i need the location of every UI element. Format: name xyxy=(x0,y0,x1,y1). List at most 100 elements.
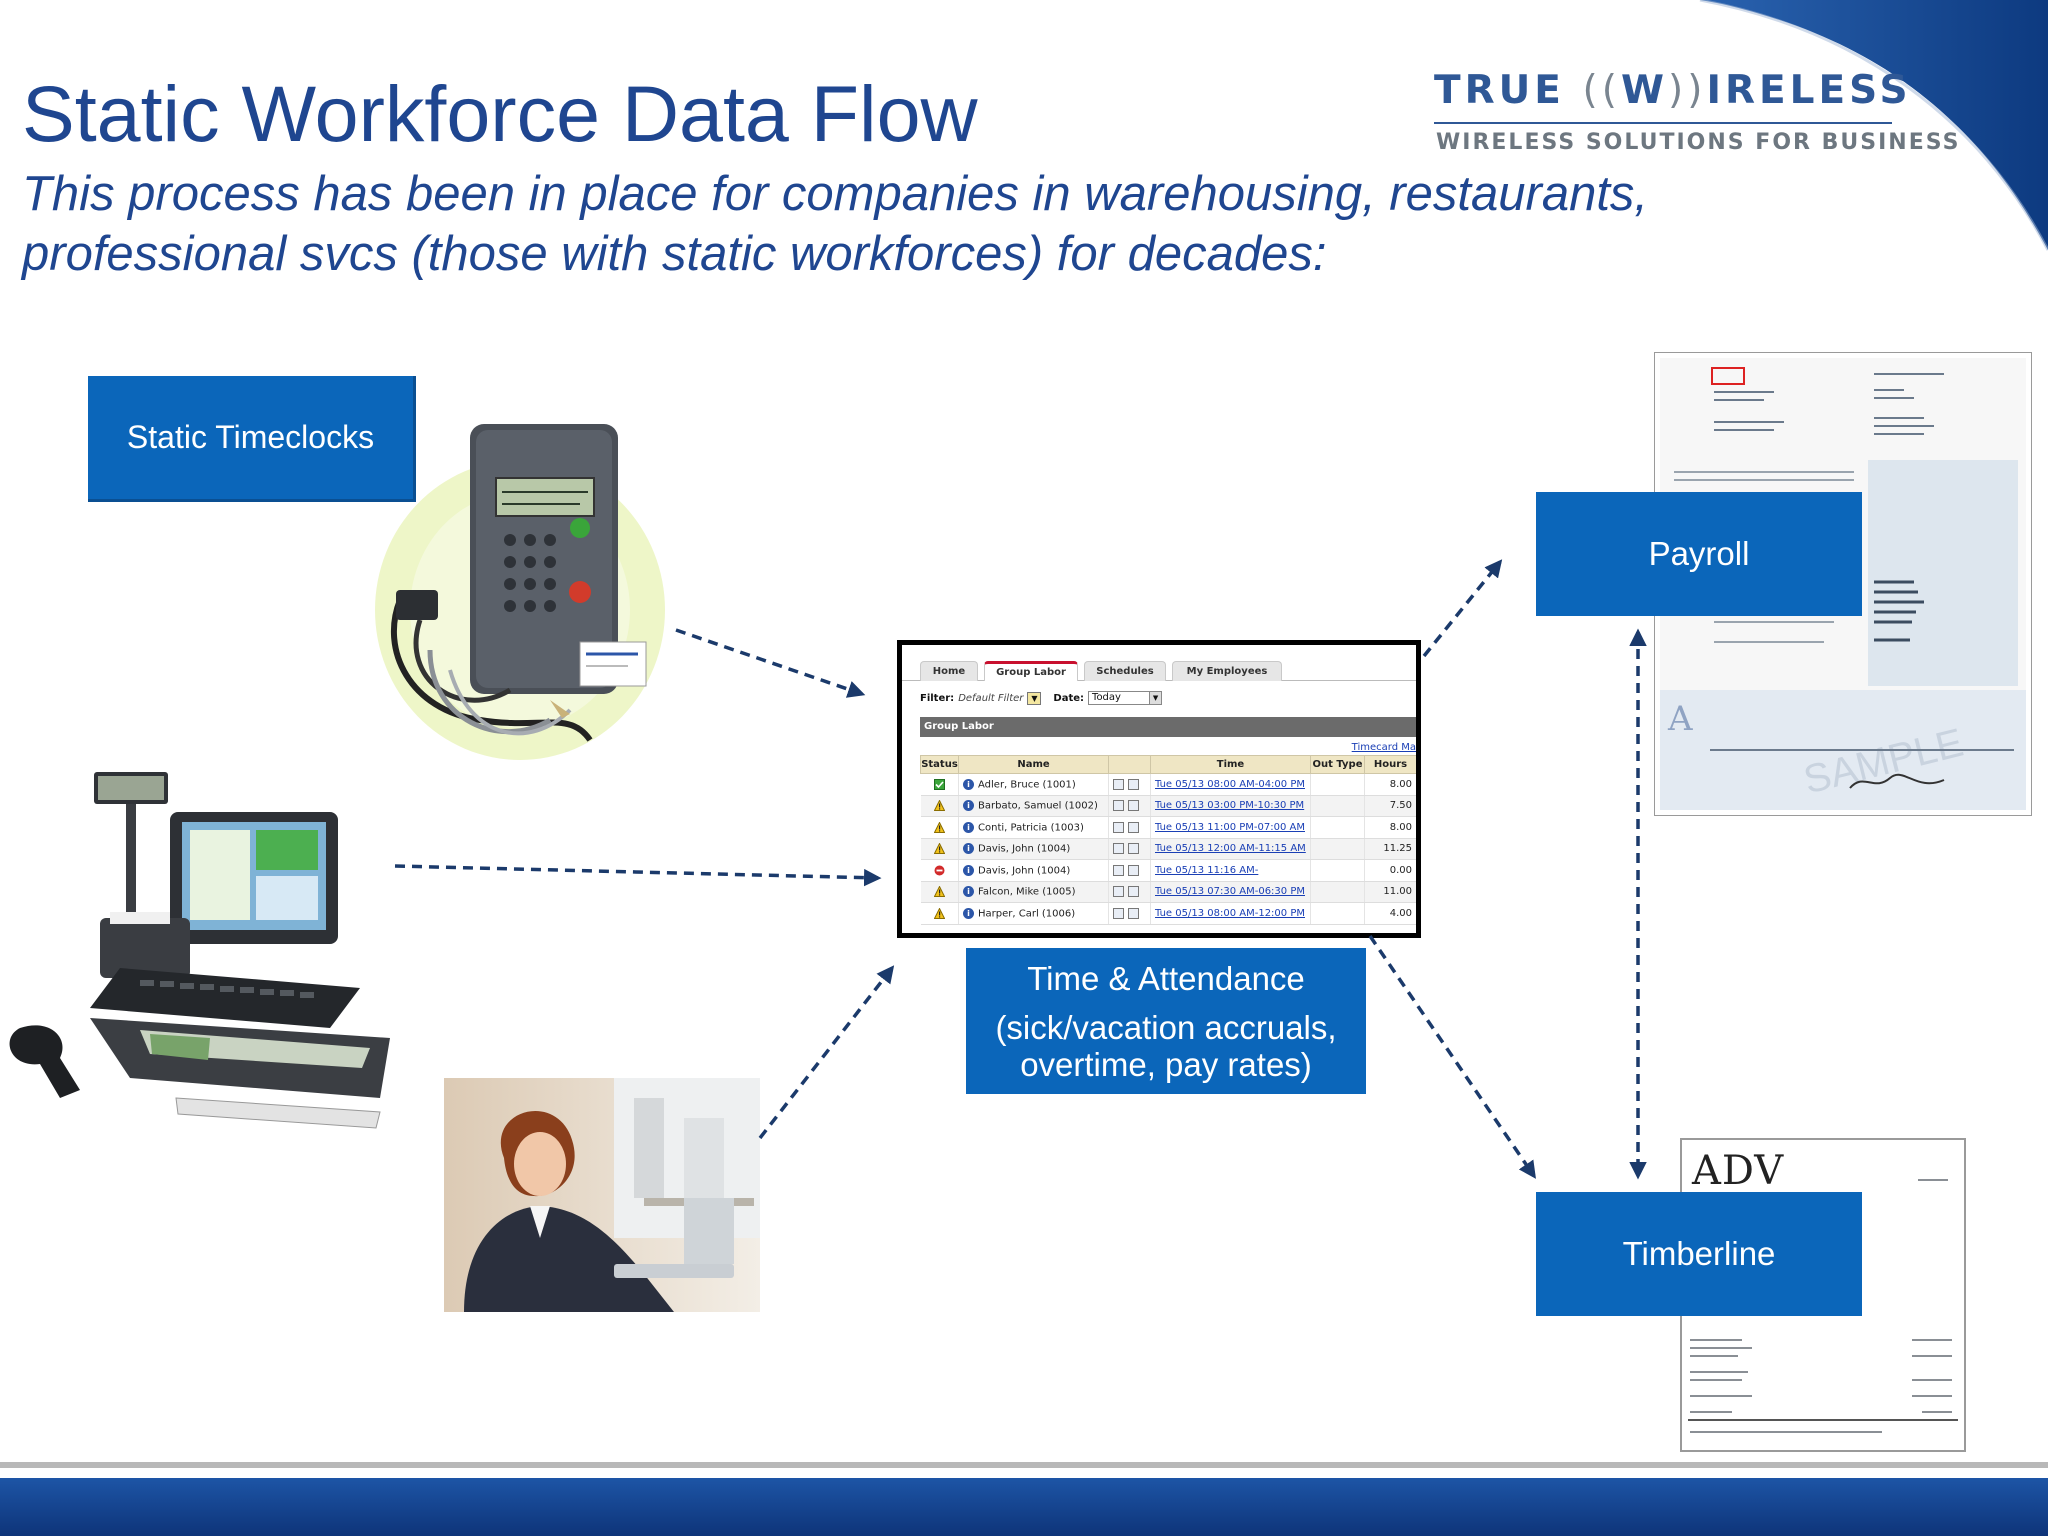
schedule-icon[interactable] xyxy=(1128,886,1139,897)
timberline-box: Timberline xyxy=(1536,1192,1862,1316)
hours-cell: 11.00 xyxy=(1364,881,1416,903)
ta-group-header: Group Labor xyxy=(920,717,1416,737)
ta-col-out-type[interactable]: Out Type xyxy=(1310,755,1365,774)
status-warning-icon xyxy=(933,906,946,919)
employee-name-cell: i Harper, Carl (1006) xyxy=(958,902,1109,925)
ta-tab-my-employees[interactable]: My Employees xyxy=(1172,661,1282,681)
shift-time-cell: Tue 05/13 11:16 AM- xyxy=(1150,859,1311,882)
hours-cell: 7.50 xyxy=(1364,795,1416,817)
row-actions-cell xyxy=(1108,838,1151,860)
status-cell xyxy=(920,881,959,903)
shift-time-link[interactable]: Tue 05/13 11:00 PM-07:00 AM xyxy=(1155,821,1305,833)
row-actions-cell xyxy=(1108,902,1151,925)
info-icon[interactable]: i xyxy=(963,886,974,897)
timecard-icon[interactable] xyxy=(1113,800,1124,811)
ta-timecard-link[interactable]: Timecard Ma xyxy=(1351,742,1416,753)
slide-subtitle: This process has been in place for compa… xyxy=(22,167,1649,281)
timecard-icon[interactable] xyxy=(1113,821,1124,833)
arrow-pos-to-ta xyxy=(394,864,882,887)
shift-time-link[interactable]: Tue 05/13 08:00 AM-12:00 PM xyxy=(1155,907,1305,919)
logo-wordmark: TRUE ((W))IRELESS xyxy=(1434,68,1912,113)
shift-time-link[interactable]: Tue 05/13 07:30 AM-06:30 PM xyxy=(1155,886,1305,898)
shift-time-link[interactable]: Tue 05/13 03:00 PM-10:30 PM xyxy=(1155,800,1305,812)
hours-cell: 8.00 xyxy=(1364,816,1416,839)
ta-col-hours[interactable]: Hours xyxy=(1364,755,1416,774)
hours-cell: 11.25 xyxy=(1364,838,1416,860)
row-actions-cell xyxy=(1108,773,1151,796)
timecard-icon[interactable] xyxy=(1113,778,1124,790)
row-actions-cell xyxy=(1108,816,1151,839)
table-row[interactable]: i Barbato, Samuel (1002) Tue 05/13 03:00 P… xyxy=(920,795,1416,817)
schedule-icon[interactable] xyxy=(1128,778,1139,790)
info-icon[interactable]: i xyxy=(963,907,974,919)
arrow-person-to-ta xyxy=(758,965,895,1140)
employee-name: Barbato, Samuel (1002) xyxy=(978,800,1098,812)
timecard-icon[interactable] xyxy=(1113,843,1124,854)
hours-cell: 8.00 xyxy=(1364,773,1416,796)
shift-time-cell: Tue 05/13 11:00 PM-07:00 AM xyxy=(1150,816,1311,839)
status-cell xyxy=(920,902,959,925)
ta-tab-schedules[interactable]: Schedules xyxy=(1084,661,1166,681)
filter-dropdown-icon[interactable]: ▼ xyxy=(1027,691,1042,705)
shift-time-link[interactable]: Tue 05/13 08:00 AM-04:00 PM xyxy=(1155,778,1305,790)
time-attendance-title: Time & Attendance xyxy=(1027,959,1305,997)
ta-tab-group-labor[interactable]: Group Labor xyxy=(984,661,1078,681)
row-actions-cell xyxy=(1108,859,1151,882)
employee-name: Davis, John (1004) xyxy=(978,865,1071,876)
status-cell xyxy=(920,773,959,796)
employee-name: Falcon, Mike (1005) xyxy=(978,886,1076,898)
row-actions-cell xyxy=(1108,881,1151,903)
logo-word-w: W xyxy=(1620,68,1668,113)
employee-name: Harper, Carl (1006) xyxy=(978,908,1076,919)
timberline-label: Timberline xyxy=(1622,1235,1776,1272)
ta-tab-home[interactable]: Home xyxy=(920,661,978,681)
shift-time-cell: Tue 05/13 12:00 AM-11:15 AM xyxy=(1150,838,1311,860)
ta-date-select[interactable]: Today▼ xyxy=(1088,691,1163,705)
info-icon[interactable]: i xyxy=(963,778,974,790)
ta-col-status[interactable]: Status xyxy=(920,755,959,774)
logo-word-ireless: IRELESS xyxy=(1706,68,1912,113)
ta-tab-bar: Home Group Labor Schedules My Employees xyxy=(902,661,1416,681)
payroll-box: Payroll xyxy=(1536,492,1862,616)
info-icon[interactable]: i xyxy=(963,843,974,854)
row-actions-cell xyxy=(1108,795,1151,817)
status-warning-icon xyxy=(933,885,946,897)
schedule-icon[interactable] xyxy=(1128,821,1139,833)
schedule-icon[interactable] xyxy=(1128,864,1139,876)
ta-col-time[interactable]: Time xyxy=(1150,755,1311,774)
timecard-icon[interactable] xyxy=(1113,907,1124,919)
worker-at-computer-photo xyxy=(444,1078,760,1312)
schedule-icon[interactable] xyxy=(1128,907,1139,919)
shift-time-link[interactable]: Tue 05/13 12:00 AM-11:15 AM xyxy=(1155,843,1306,855)
status-warning-icon xyxy=(933,842,946,854)
schedule-icon[interactable] xyxy=(1128,843,1139,854)
static-timeclocks-label: Static Timeclocks xyxy=(126,419,375,455)
chevron-down-icon: ▼ xyxy=(1149,692,1162,704)
shift-time-link[interactable]: Tue 05/13 11:16 AM- xyxy=(1155,864,1259,876)
table-row[interactable]: i Harper, Carl (1006) Tue 05/13 08:00 AM-1… xyxy=(920,902,1416,925)
ta-col-name[interactable]: Name xyxy=(958,755,1109,774)
status-cell xyxy=(920,795,959,817)
info-icon[interactable]: i xyxy=(963,821,974,833)
info-icon[interactable]: i xyxy=(963,864,974,876)
time-attendance-software-screenshot: Home Group Labor Schedules My Employees … xyxy=(897,640,1421,938)
out-type-cell xyxy=(1310,795,1365,817)
logo-wave-left-icon: (( xyxy=(1582,68,1621,113)
schedule-icon[interactable] xyxy=(1128,800,1139,811)
out-type-cell xyxy=(1310,902,1365,925)
hours-cell: 4.00 xyxy=(1364,902,1416,925)
info-icon[interactable]: i xyxy=(963,800,974,811)
timecard-icon[interactable] xyxy=(1113,886,1124,897)
table-row[interactable]: i Falcon, Mike (1005) Tue 05/13 07:30 AM-0… xyxy=(920,881,1416,903)
static-timeclocks-box: Static Timeclocks xyxy=(88,376,416,502)
timecard-icon[interactable] xyxy=(1113,864,1124,876)
ta-filter-row: Filter: Default Filter ▼ Date: Today▼ xyxy=(920,689,1163,707)
out-type-cell xyxy=(1310,838,1365,860)
